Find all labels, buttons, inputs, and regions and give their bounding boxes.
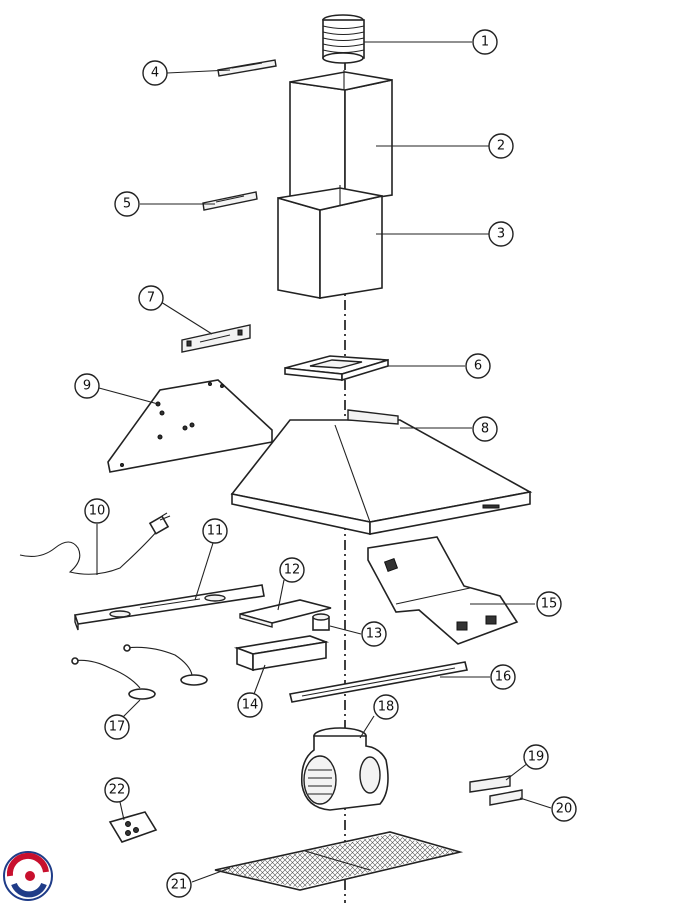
callout-3: 3: [488, 221, 514, 247]
callout-22: 22: [104, 777, 130, 803]
svg-text:8: 8: [481, 422, 489, 437]
svg-text:2: 2: [497, 139, 505, 154]
svg-text:7: 7: [147, 291, 155, 306]
callout-10: 10: [84, 498, 110, 524]
svg-text:15: 15: [541, 597, 558, 612]
brand-logo-icon: [3, 851, 53, 901]
callout-7: 7: [138, 285, 164, 311]
callout-16: 16: [490, 664, 516, 690]
callout-4: 4: [142, 60, 168, 86]
part-21-grease-filter: [214, 831, 464, 891]
callout-5: 5: [114, 191, 140, 217]
part-7-mounting-plate: [181, 324, 251, 353]
callout-17: 17: [104, 714, 130, 740]
part-22-socket: [108, 811, 158, 843]
callout-6: 6: [465, 353, 491, 379]
callout-2: 2: [488, 133, 514, 159]
part-20-switch: [489, 789, 523, 806]
part-5-bracket: [202, 191, 258, 211]
part-15-bracket: [367, 536, 519, 645]
svg-text:10: 10: [89, 504, 106, 519]
part-3-lower-chimney: [277, 185, 383, 299]
svg-text:13: 13: [366, 627, 383, 642]
svg-text:16: 16: [495, 670, 512, 685]
svg-text:22: 22: [109, 783, 126, 798]
part-11-control-strip: [73, 584, 265, 631]
part-1-flexible-duct: [322, 14, 365, 64]
callout-14: 14: [237, 692, 263, 718]
part-8-hood-canopy: [230, 409, 533, 535]
part-14-control-box: [233, 635, 330, 672]
leader-lines: [96, 41, 552, 883]
part-2-upper-chimney: [289, 70, 393, 203]
callout-18: 18: [373, 694, 399, 720]
part-16-rail: [289, 661, 468, 703]
callout-21: 21: [166, 872, 192, 898]
part-6-collar-frame: [284, 355, 389, 382]
part-4-bracket: [217, 59, 277, 77]
callout-19: 19: [523, 744, 549, 770]
svg-text:14: 14: [242, 698, 259, 713]
svg-text:1: 1: [481, 35, 489, 50]
part-10-power-cord: [19, 512, 171, 575]
svg-text:3: 3: [497, 227, 505, 242]
callout-9: 9: [74, 373, 100, 399]
part-19-switch: [469, 775, 511, 793]
svg-text:19: 19: [528, 750, 545, 765]
svg-text:6: 6: [474, 359, 482, 374]
callout-11: 11: [202, 518, 228, 544]
svg-text:21: 21: [171, 878, 188, 893]
svg-text:17: 17: [109, 720, 126, 735]
part-17-lamps: [71, 644, 208, 700]
svg-text:18: 18: [378, 700, 395, 715]
part-13-capacitor: [312, 613, 330, 631]
callout-15: 15: [536, 591, 562, 617]
part-18-blower-motor: [300, 727, 389, 811]
callout-8: 8: [472, 416, 498, 442]
svg-text:9: 9: [83, 379, 91, 394]
svg-text:5: 5: [123, 197, 131, 212]
part-9-back-panel: [107, 379, 273, 473]
part-12-circuit-board: [239, 599, 332, 628]
svg-text:12: 12: [284, 563, 301, 578]
callout-12: 12: [279, 557, 305, 583]
svg-text:11: 11: [207, 524, 224, 539]
callout-20: 20: [551, 796, 577, 822]
callout-13: 13: [361, 621, 387, 647]
svg-text:4: 4: [151, 66, 159, 81]
callout-1: 1: [472, 29, 498, 55]
svg-text:20: 20: [556, 802, 573, 817]
